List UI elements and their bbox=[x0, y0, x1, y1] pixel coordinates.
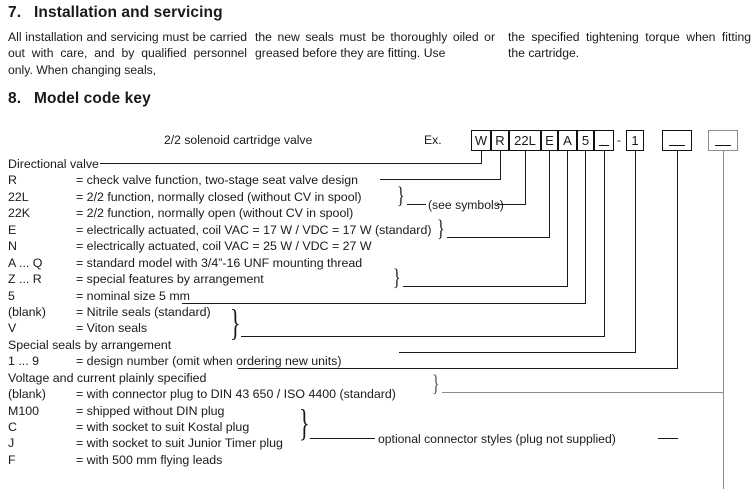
connector-plug-h bbox=[442, 392, 724, 393]
legend-desc: = Viton seals bbox=[76, 321, 148, 336]
legend-desc: = nominal size 5 mm bbox=[76, 288, 190, 303]
legend-desc: = check valve function, two-stage seat v… bbox=[76, 173, 359, 188]
code-box-5[interactable]: A bbox=[558, 130, 577, 151]
connector-e-v bbox=[549, 151, 550, 238]
legend-code: E bbox=[8, 222, 17, 237]
section-7-heading: 7. Installation and servicing bbox=[8, 4, 223, 22]
legend-desc: = 2/2 function, normally open (without C… bbox=[76, 206, 354, 221]
legend-code: (blank) bbox=[8, 387, 46, 402]
connector-e-h bbox=[447, 237, 550, 238]
connector-optional-right bbox=[658, 438, 678, 439]
section-8-title: Model code key bbox=[34, 90, 151, 107]
code-box-10[interactable] bbox=[708, 130, 738, 151]
legend-desc: = with socket to suit Kostal plug bbox=[76, 420, 250, 434]
legend-code: J bbox=[8, 436, 15, 451]
code-box-3[interactable]: 22L bbox=[509, 130, 541, 151]
code-box-6[interactable]: 5 bbox=[577, 130, 594, 151]
legend-label: Voltage and current plainly specified bbox=[8, 370, 207, 385]
legend-desc: = with connector plug to DIN 43 650 / IS… bbox=[76, 387, 396, 402]
brace-aq-zr: } bbox=[393, 265, 401, 291]
legend-code: C bbox=[8, 420, 17, 434]
connector-voltage-h bbox=[238, 368, 678, 369]
section-7-number: 7. bbox=[8, 4, 22, 21]
section-7-title: Installation and servicing bbox=[34, 4, 223, 21]
legend-code: V bbox=[8, 321, 17, 336]
legend-code: A ... Q bbox=[8, 255, 43, 270]
product-label: 2/2 solenoid cartridge valve bbox=[164, 133, 313, 147]
legend-label: Special seals by arrangement bbox=[8, 337, 172, 352]
legend-desc: = with 500 mm flying leads bbox=[76, 452, 223, 467]
code-box-4[interactable]: E bbox=[541, 130, 558, 151]
connector-r-v bbox=[500, 151, 501, 180]
code-box-8[interactable]: 1 bbox=[626, 130, 644, 151]
connector-directional-valve-h bbox=[100, 163, 481, 164]
legend-code: N bbox=[8, 239, 17, 254]
connector-design-number-h bbox=[399, 352, 636, 353]
connector-seals-v bbox=[604, 151, 605, 337]
connector-r-h bbox=[380, 179, 501, 180]
example-label: Ex. bbox=[424, 133, 442, 147]
connector-22l-v bbox=[525, 151, 526, 205]
brace-22l-22k: } bbox=[397, 183, 405, 209]
legend-label: Directional valve bbox=[8, 157, 99, 171]
brace-connector-plug: } bbox=[432, 371, 440, 397]
section-7-column-1-text: All installation and servicing must be c… bbox=[8, 30, 247, 77]
legend-desc: = Nitrile seals (standard) bbox=[76, 304, 211, 319]
code-box-9[interactable] bbox=[662, 130, 692, 151]
legend-desc: = special features by arrangement bbox=[76, 272, 264, 287]
legend-code: (blank) bbox=[8, 304, 46, 319]
legend-code: R bbox=[8, 173, 17, 188]
section-8-number: 8. bbox=[8, 90, 22, 107]
legend-code: 5 bbox=[8, 288, 15, 303]
connector-seals-h bbox=[241, 336, 605, 337]
code-dash: - bbox=[617, 133, 622, 147]
legend-desc: = standard model with 3/4”-16 UNF mounti… bbox=[76, 255, 363, 270]
brace-e-n: } bbox=[437, 216, 445, 242]
code-box-1[interactable]: W bbox=[471, 130, 491, 151]
section-7-column-2-text: the new seals must be thoroughly oiled o… bbox=[255, 30, 495, 61]
legend-desc: = 2/2 function, normally closed (without… bbox=[76, 189, 362, 204]
legend-desc: = shipped without DIN plug bbox=[76, 403, 225, 418]
connector-see-symbols-right bbox=[497, 204, 526, 205]
legend-code: 22K bbox=[8, 206, 31, 221]
brace-optional-connectors: } bbox=[299, 400, 310, 444]
legend-code: 1 ... 9 bbox=[8, 354, 39, 369]
legend-code: M100 bbox=[8, 403, 39, 418]
connector-size-h bbox=[182, 303, 586, 304]
connector-voltage-v bbox=[677, 151, 678, 369]
connector-see-symbols-left bbox=[407, 204, 426, 205]
connector-design-number-v bbox=[635, 151, 636, 353]
section-7-column-3-text: the specified tightening torque when fit… bbox=[508, 30, 751, 61]
optional-connector-label: optional connector styles (plug not supp… bbox=[378, 432, 616, 446]
connector-aq-h bbox=[403, 286, 568, 287]
legend-desc: = electrically actuated, coil VAC = 25 W… bbox=[76, 239, 372, 254]
connector-directional-valve-v bbox=[481, 151, 482, 164]
connector-plug-v bbox=[723, 151, 724, 489]
section-7-column-1: All installation and servicing must be c… bbox=[8, 29, 247, 78]
legend-desc: = electrically actuated, coil VAC = 17 W… bbox=[76, 222, 432, 237]
legend-code: F bbox=[8, 452, 16, 467]
section-7-column-2: the new seals must be thoroughly oiled o… bbox=[255, 29, 495, 62]
section-7-column-3: the specified tightening torque when fit… bbox=[508, 29, 751, 62]
connector-size-v bbox=[585, 151, 586, 304]
brace-seals: } bbox=[230, 300, 241, 344]
connector-aq-v bbox=[567, 151, 568, 287]
code-box-7[interactable] bbox=[594, 130, 614, 151]
legend-code: 22L bbox=[8, 189, 29, 204]
connector-optional-left bbox=[310, 438, 375, 439]
legend-desc: = design number (omit when ordering new … bbox=[76, 354, 342, 369]
code-box-2[interactable]: R bbox=[491, 130, 509, 151]
section-8-heading: 8. Model code key bbox=[8, 90, 151, 108]
see-symbols-label: (see symbols) bbox=[428, 198, 504, 212]
legend-code: Z ... R bbox=[8, 272, 42, 287]
legend-desc: = with socket to suit Junior Timer plug bbox=[76, 436, 283, 451]
